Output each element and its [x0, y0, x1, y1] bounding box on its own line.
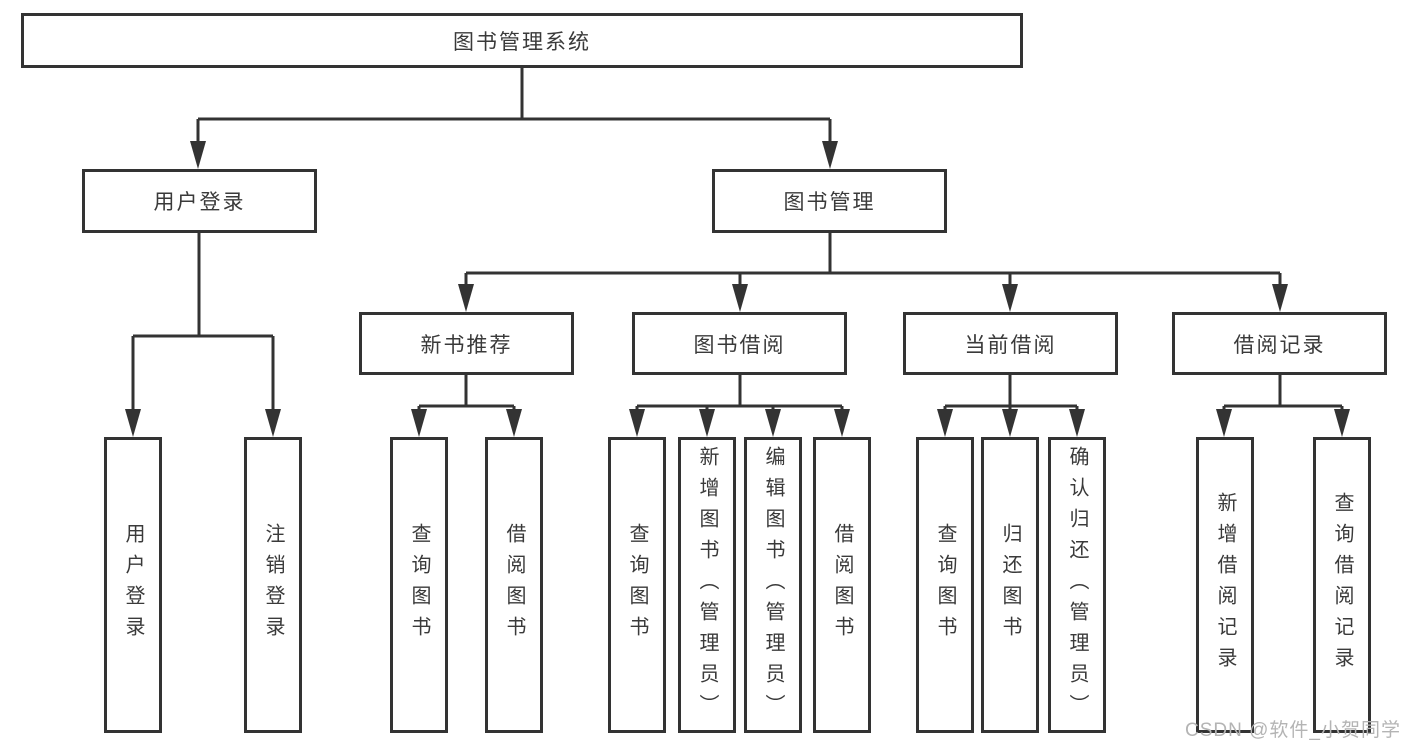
node-leaf-borrow-books-label: 借阅图书 — [831, 523, 853, 647]
node-leaf-confirm-return-admin-label: 确认归还（管理员） — [1066, 445, 1088, 725]
node-leaf-query-books-current: 查询图书 — [916, 437, 974, 733]
node-book-borrow: 图书借阅 — [632, 312, 847, 375]
node-leaf-add-book-admin-label: 新增图书（管理员） — [696, 445, 718, 725]
node-leaf-query-books-recommend-label: 查询图书 — [408, 523, 430, 647]
node-user-login: 用户登录 — [82, 169, 317, 233]
node-leaf-add-borrow-record: 新增借阅记录 — [1196, 437, 1254, 733]
connector-borrow-to-children — [629, 375, 850, 437]
node-leaf-query-books-current-label: 查询图书 — [934, 523, 956, 647]
node-leaf-query-books-borrow-label: 查询图书 — [626, 523, 648, 647]
node-leaf-query-borrow-record-label: 查询借阅记录 — [1331, 492, 1353, 678]
node-leaf-logout-action: 注销登录 — [244, 437, 302, 733]
node-leaf-query-borrow-record: 查询借阅记录 — [1313, 437, 1371, 733]
node-leaf-edit-book-admin-label: 编辑图书（管理员） — [762, 445, 784, 725]
connector-records-to-children — [1216, 375, 1350, 437]
node-borrow-records-label: 借阅记录 — [1233, 333, 1326, 357]
node-leaf-return-books: 归还图书 — [981, 437, 1039, 733]
node-leaf-user-login-action: 用户登录 — [104, 437, 162, 733]
csdn-watermark: CSDN @软件_小贺同学 — [1185, 720, 1401, 741]
node-current-borrow: 当前借阅 — [903, 312, 1118, 375]
node-book-management: 图书管理 — [712, 169, 947, 233]
node-current-borrow-label: 当前借阅 — [964, 333, 1057, 357]
node-library-system-label: 图书管理系统 — [453, 30, 591, 54]
node-leaf-user-login-action-label: 用户登录 — [122, 523, 144, 647]
connector-root-to-level2 — [190, 68, 838, 169]
node-borrow-records: 借阅记录 — [1172, 312, 1387, 375]
node-leaf-edit-book-admin: 编辑图书（管理员） — [744, 437, 802, 733]
node-leaf-query-books-recommend: 查询图书 — [390, 437, 448, 733]
connector-mgmt-to-level3 — [458, 233, 1288, 312]
connector-login-to-children — [125, 233, 281, 437]
node-leaf-logout-action-label: 注销登录 — [262, 523, 284, 647]
node-book-borrow-label: 图书借阅 — [693, 333, 786, 357]
node-leaf-borrow-books-recommend: 借阅图书 — [485, 437, 543, 733]
connector-recommend-to-children — [411, 375, 522, 437]
node-leaf-add-borrow-record-label: 新增借阅记录 — [1214, 492, 1236, 678]
node-leaf-confirm-return-admin: 确认归还（管理员） — [1048, 437, 1106, 733]
node-leaf-return-books-label: 归还图书 — [999, 523, 1021, 647]
connector-current-to-children — [937, 375, 1085, 437]
node-user-login-label: 用户登录 — [153, 191, 246, 214]
node-leaf-query-books-borrow: 查询图书 — [608, 437, 666, 733]
node-leaf-borrow-books: 借阅图书 — [813, 437, 871, 733]
node-leaf-add-book-admin: 新增图书（管理员） — [678, 437, 736, 733]
node-library-system: 图书管理系统 — [21, 13, 1023, 68]
node-new-book-recommend: 新书推荐 — [359, 312, 574, 375]
node-new-book-recommend-label: 新书推荐 — [420, 333, 513, 357]
node-book-management-label: 图书管理 — [783, 191, 876, 214]
node-leaf-borrow-books-recommend-label: 借阅图书 — [503, 523, 525, 647]
